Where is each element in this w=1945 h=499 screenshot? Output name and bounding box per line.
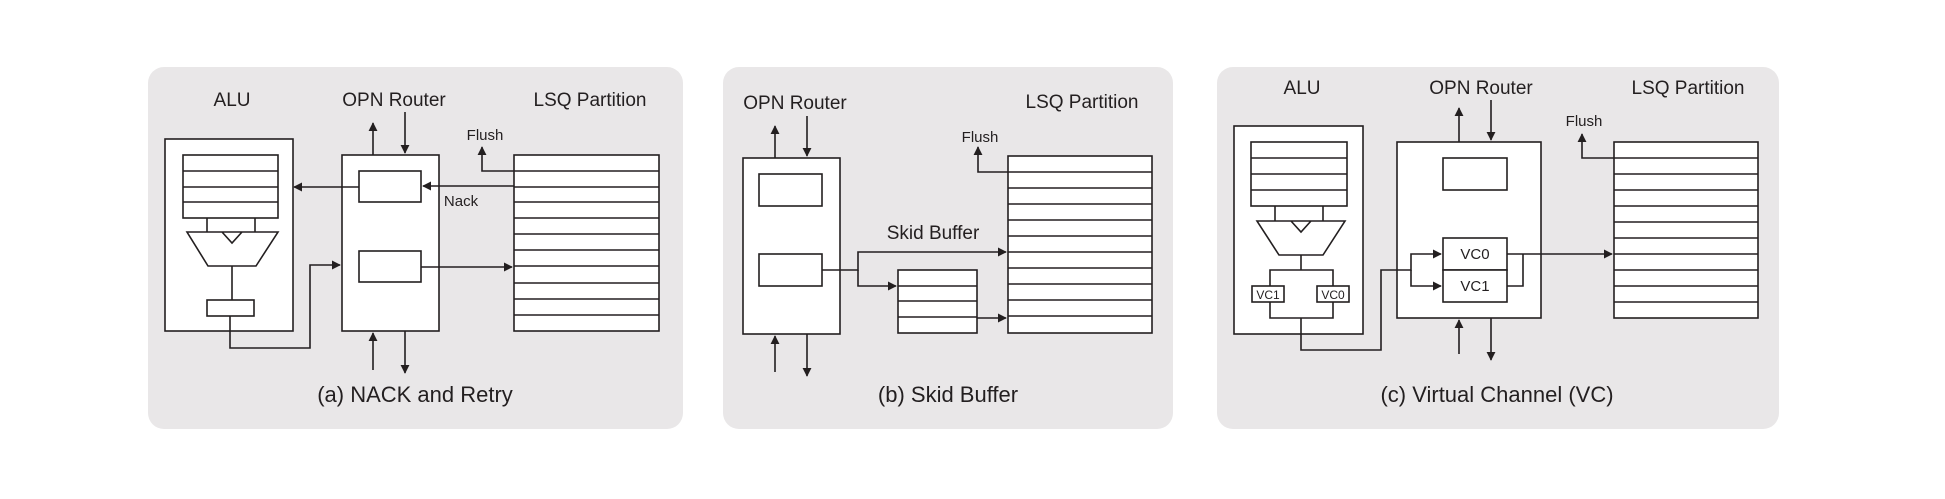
skid-buffer-block: [897, 269, 978, 334]
vc0-buffer: [1442, 237, 1508, 271]
vc0-latch-label: VC0: [1321, 288, 1345, 302]
lsq-partition-block: [513, 154, 660, 332]
vc1-buffer: [1442, 269, 1508, 303]
vc1-latch-label: VC1: [1256, 288, 1280, 302]
flush-label: Flush: [1566, 113, 1603, 130]
alu-label: ALU: [1284, 78, 1321, 99]
vc1-latch: [1251, 285, 1285, 303]
alu-register-stack: [182, 154, 279, 219]
router-buffer-top: [358, 170, 422, 203]
panel-skid-buffer: OPN Router LSQ Partition Skid Buffer: [723, 67, 1173, 429]
skid-buffer-label: Skid Buffer: [887, 223, 980, 244]
lsq-label: LSQ Partition: [1026, 92, 1139, 113]
router-buffer-bottom: [758, 253, 823, 287]
lsq-label: LSQ Partition: [1632, 78, 1745, 99]
panel-caption: (b) Skid Buffer: [878, 382, 1018, 407]
panel-nack-retry: ALU OPN Router LSQ Partition: [148, 67, 683, 429]
router-label: OPN Router: [743, 93, 847, 114]
alu-label: ALU: [214, 90, 251, 111]
router-buffer-top: [758, 173, 823, 207]
lsq-partition-block: [1007, 155, 1153, 334]
lsq-partition-block: [1613, 141, 1759, 319]
alu-mux-shape: [1255, 220, 1347, 256]
router-buffer-bottom: [358, 250, 422, 283]
router-label: OPN Router: [1429, 78, 1533, 99]
panel-caption: (c) Virtual Channel (VC): [1380, 382, 1613, 407]
router-buffer-top: [1442, 157, 1508, 191]
flush-label: Flush: [467, 127, 504, 144]
alu-mux-shape: [185, 231, 280, 267]
vc0-buffer-label: VC0: [1460, 246, 1489, 263]
flush-label: Flush: [962, 129, 999, 146]
alu-output-latch: [206, 299, 255, 317]
router-label: OPN Router: [342, 90, 446, 111]
panel-virtual-channel: ALU OPN Router LSQ Partition VC1 VC0 VC0…: [1217, 67, 1779, 429]
nack-label: Nack: [444, 193, 479, 210]
panel-caption: (a) NACK and Retry: [317, 382, 513, 407]
lsq-label: LSQ Partition: [534, 90, 647, 111]
alu-register-stack: [1250, 141, 1348, 207]
vc1-buffer-label: VC1: [1460, 278, 1489, 295]
